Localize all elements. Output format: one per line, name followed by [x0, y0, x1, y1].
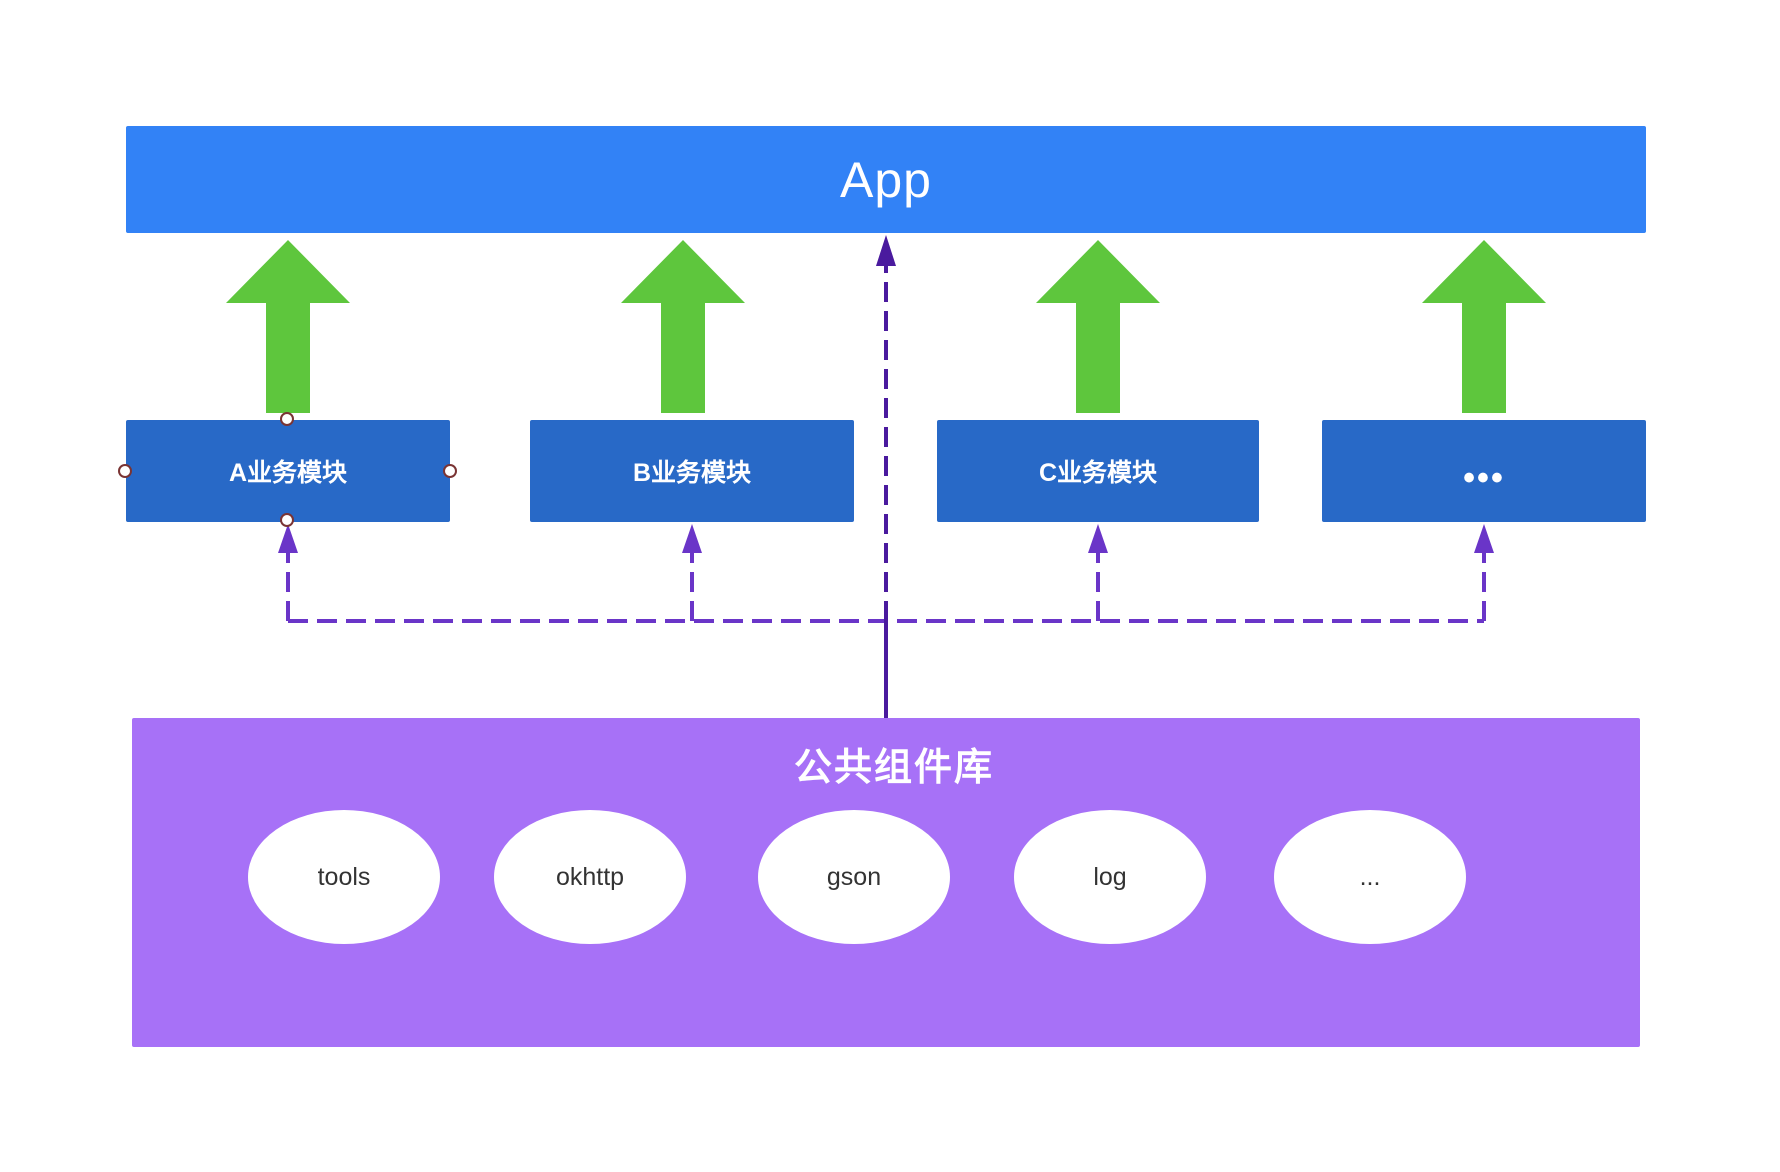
library-item-more[interactable]: ... — [1274, 810, 1466, 944]
module-c[interactable]: C业务模块 — [937, 420, 1259, 522]
module-a-label: A业务模块 — [228, 459, 348, 487]
green-arrow-c-to-app — [1036, 240, 1160, 413]
resize-handle-left[interactable] — [118, 464, 132, 478]
arrowhead-to-module-c — [1088, 524, 1108, 553]
arrowhead-to-module-more — [1474, 524, 1494, 553]
resize-handle-bottom[interactable] — [280, 513, 294, 527]
library-item-gson[interactable]: gson — [758, 810, 950, 944]
green-arrow-more-to-app — [1422, 240, 1546, 413]
common-library-title: 公共组件库 — [793, 747, 994, 789]
resize-handle-top[interactable] — [280, 412, 294, 426]
module-more[interactable]: ••• — [1322, 420, 1646, 522]
ellipsis-icon: ••• — [1463, 458, 1505, 497]
module-a[interactable]: A业务模块 — [126, 420, 450, 522]
library-item-label: okhttp — [555, 862, 625, 891]
green-arrow-a-to-app — [226, 240, 350, 413]
arrowhead-to-module-a — [278, 524, 298, 553]
library-item-label: log — [1093, 862, 1127, 891]
library-item-log[interactable]: log — [1014, 810, 1206, 944]
library-item-tools[interactable]: tools — [248, 810, 440, 944]
module-c-label: C业务模块 — [1038, 459, 1158, 487]
library-item-label: tools — [317, 862, 371, 891]
library-item-okhttp[interactable]: okhttp — [494, 810, 686, 944]
library-item-label: gson — [826, 862, 882, 891]
green-arrow-b-to-app — [621, 240, 745, 413]
module-b-label: B业务模块 — [632, 459, 752, 487]
arrowhead-to-module-b — [682, 524, 702, 553]
app-label: App — [840, 151, 932, 208]
resize-handle-right[interactable] — [443, 464, 457, 478]
library-item-label: ... — [1359, 862, 1381, 891]
module-b[interactable]: B业务模块 — [530, 420, 854, 522]
app-box[interactable]: App — [126, 126, 1646, 233]
